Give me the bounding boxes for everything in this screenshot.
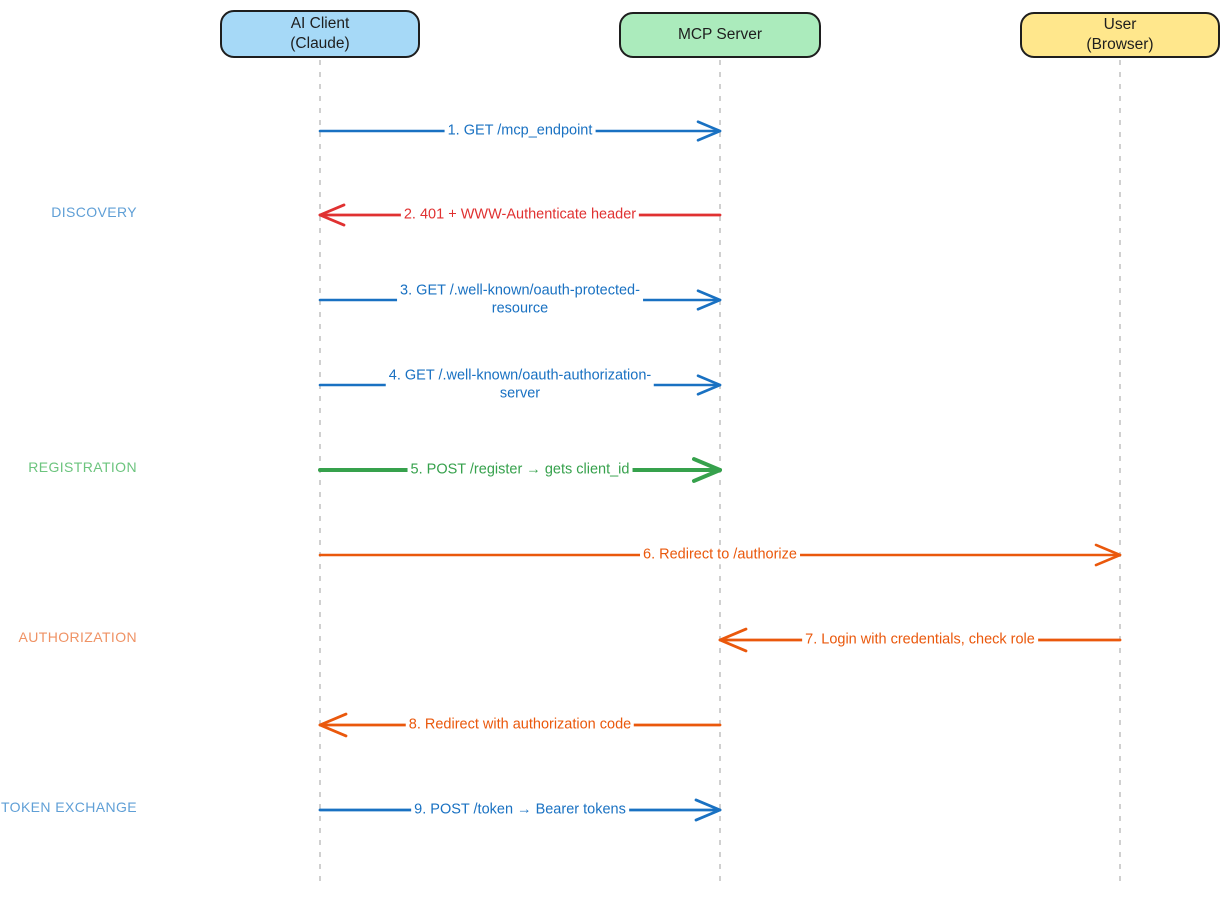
actor-label: User (1103, 16, 1137, 33)
actor-label: (Browser) (1086, 36, 1154, 53)
arrowhead-icon (318, 712, 348, 738)
message-label: 8. Redirect with authorization code (405, 716, 635, 734)
message-label: 7. Login with credentials, check role (802, 631, 1038, 649)
arrowhead-icon (696, 120, 722, 142)
message-label: 1. GET /mcp_endpoint (444, 122, 596, 140)
phase-label-registration: REGISTRATION (28, 459, 137, 475)
actor-user-browser: User (Browser) (1020, 12, 1220, 58)
message-label: 5. POST /register → gets client_id (407, 461, 633, 479)
actor-ai-client: AI Client (Claude) (220, 10, 420, 58)
actor-label: (Claude) (290, 35, 350, 52)
message-label: 2. 401 + WWW-Authenticate header (400, 206, 640, 224)
phase-label-authorization: AUTHORIZATION (18, 629, 137, 645)
arrowhead-icon (718, 627, 748, 653)
phase-label-token-exchange: TOKEN EXCHANGE (0, 799, 137, 815)
arrowhead-icon (318, 203, 346, 227)
arrowhead-icon (696, 289, 722, 311)
arrowhead-icon (692, 457, 722, 483)
arrowhead-icon (696, 374, 722, 396)
arrowhead-icon (694, 798, 722, 822)
message-label: 6. Redirect to /authorize (640, 546, 800, 564)
actor-mcp-server: MCP Server (619, 12, 821, 58)
actor-label: AI Client (290, 15, 350, 32)
arrowhead-icon (1094, 543, 1122, 567)
message-label: 3. GET /.well-known/oauth-protected-reso… (397, 282, 643, 318)
message-label: 9. POST /token → Bearer tokens (411, 801, 629, 819)
actor-label: MCP Server (677, 26, 763, 43)
message-label: 4. GET /.well-known/oauth-authorization-… (385, 367, 655, 403)
phase-label-discovery: DISCOVERY (51, 204, 137, 220)
